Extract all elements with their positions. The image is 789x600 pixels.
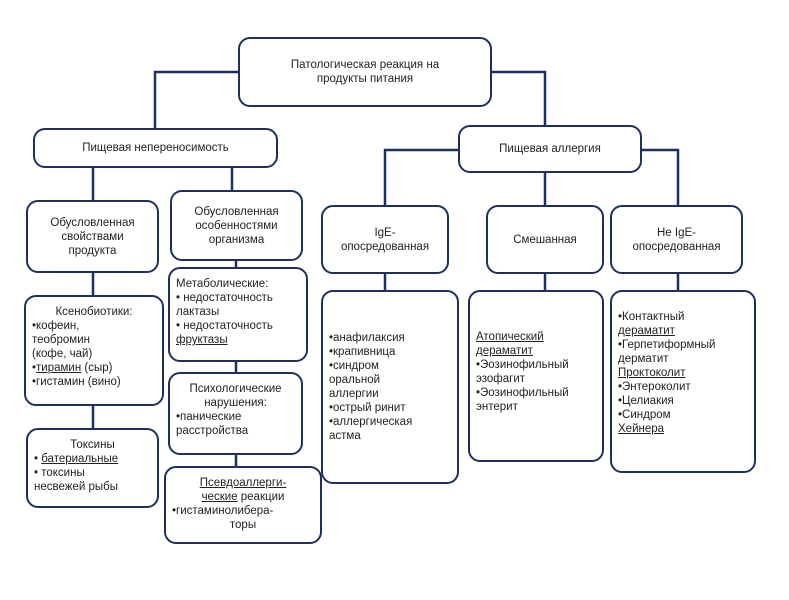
non-ige-item-dermatitis: дераматит [618,325,675,337]
connector-allergy-ige [383,148,458,205]
non-ige-line1: Не IgE- [657,226,696,239]
metabolic-item-lactase: лактазы [176,306,220,318]
mixed-item-enteritis: энтерит [476,401,518,413]
pseudoallergic-item-histamine-liberators: •гистаминолибера- [172,505,274,517]
ige-mediated-line2: опосредованная [340,240,430,253]
food-allergy-box: Пищевая аллергия [458,125,642,173]
root-title-line2: продукты питания [316,73,414,85]
toxins-title: Токсины [70,439,115,451]
organism-caused-line2: особенностями [195,219,278,232]
non-ige-item-celiac: •Целиакия [618,395,674,407]
ige-item-syndrome: •синдром [329,360,379,372]
mixed-box: Смешанная [486,205,604,274]
mixed-item-esophagitis: эзофагит [476,373,526,385]
ige-item-oral: оральной [329,374,381,386]
xenobiotics-item-theobromine: теобромин [32,334,90,346]
toxins-box: Токсины • батериальные • токсины несвеже… [26,428,159,508]
pseudoallergic-box: Псевдоаллерги- ческие реакции •гистамино… [164,466,322,544]
psychological-title-2: нарушения: [204,397,267,409]
pseudoallergic-title-1: Псевдоаллерги- [199,477,287,489]
product-caused-line1: Обусловленная [50,216,135,229]
organism-caused-line3: организма [208,233,265,246]
product-caused-line3: продукта [68,244,117,257]
psychological-item-panic: •панические [176,411,242,423]
ige-item-rhinitis: •острый ринит [329,402,406,414]
metabolic-item-deficiency-1: • недостаточность [176,292,273,304]
non-ige-line2: опосредованная [632,240,721,253]
connector-allergy-nonige [642,148,680,205]
non-ige-mediated-box: Не IgE- опосредованная [610,205,743,274]
ige-list-box: •анафилаксия •крапивница •синдром оральн… [321,290,459,484]
non-ige-item-dermatitis-2: дерматит [618,353,669,365]
psychological-title-1: Психологические [189,383,282,395]
food-allergy-title: Пищевая аллергия [499,143,601,155]
ige-item-allergy: аллергии [329,388,379,400]
mixed-item-dermatitis: дераматит [476,345,533,357]
non-ige-item-proctocolitis: Проктоколит [618,367,686,379]
xenobiotics-title: Ксенобиотики: [55,306,133,318]
metabolic-title: Метаболические: [176,278,269,290]
metabolic-item-fructase: фруктазы [176,334,228,346]
connector-root-allergy [492,70,547,125]
toxins-item-stale-fish: несвежей рыбы [34,481,118,493]
connector-root-intolerance [153,70,238,128]
mixed-item-atopic: Атопический [476,331,544,343]
mixed-label: Смешанная [513,233,577,246]
psychological-box: Психологические нарушения: •панические р… [168,372,303,455]
ige-mediated-line1: IgE- [374,226,396,239]
xenobiotics-item-tyramine: •тирамин (сыр) [32,362,113,374]
xenobiotics-item-coffee-tea: (кофе, чай) [32,348,93,360]
non-ige-item-syndrome: •Синдром [618,409,671,421]
toxins-item-toxins: • токсины [34,467,85,479]
xenobiotics-item-histamine: •гистамин (вино) [32,376,121,388]
pseudoallergic-item-tory: торы [229,519,257,531]
product-caused-box: Обусловленная свойствами продукта [26,200,159,273]
xenobiotics-box: Ксенобиотики: •кофеин, теобромин (кофе, … [24,295,164,406]
ige-item-allergic: •аллергическая [329,416,413,428]
non-ige-list-box: •Контактный дераматит •Герпетиформный де… [610,290,756,473]
root-title-line1: Патологическая реакция на [290,59,440,71]
non-ige-item-contact: •Контактный [618,311,685,323]
xenobiotics-item-caffeine: •кофеин, [32,320,80,332]
metabolic-box: Метаболические: • недостаточность лактаз… [168,267,308,362]
ige-item-anaphylaxis: •анафилаксия [329,332,405,344]
toxins-item-bacterial: • батериальные [34,453,119,465]
pseudoallergic-title-2: ческие реакции [201,491,285,503]
food-intolerance-box: Пищевая непереносимость [33,128,278,168]
mixed-item-eosinophilic-2: •Эозинофильный [476,387,569,399]
ige-item-urticaria: •крапивница [329,346,396,358]
root-box: Патологическая реакция на продукты питан… [238,37,492,107]
psychological-item-disorders: расстройства [176,425,249,437]
mixed-list-box: Атопический дераматит •Эозинофильный эзо… [468,290,604,462]
mixed-item-eosinophilic-1: •Эозинофильный [476,359,569,371]
product-caused-line2: свойствами [61,230,124,243]
non-ige-item-enterocolitis: •Энтероколит [618,381,691,393]
organism-caused-line1: Обусловленная [194,205,279,218]
food-intolerance-title: Пищевая непереносимость [82,142,229,154]
organism-caused-box: Обусловленная особенностями организма [170,190,303,261]
metabolic-item-deficiency-2: • недостаточность [176,320,273,332]
ige-item-asthma: астма [329,430,361,442]
non-ige-item-herpetiform: •Герпетиформный [618,339,716,351]
non-ige-item-heiner: Хейнера [618,423,665,435]
ige-mediated-box: IgE- опосредованная [321,205,449,274]
